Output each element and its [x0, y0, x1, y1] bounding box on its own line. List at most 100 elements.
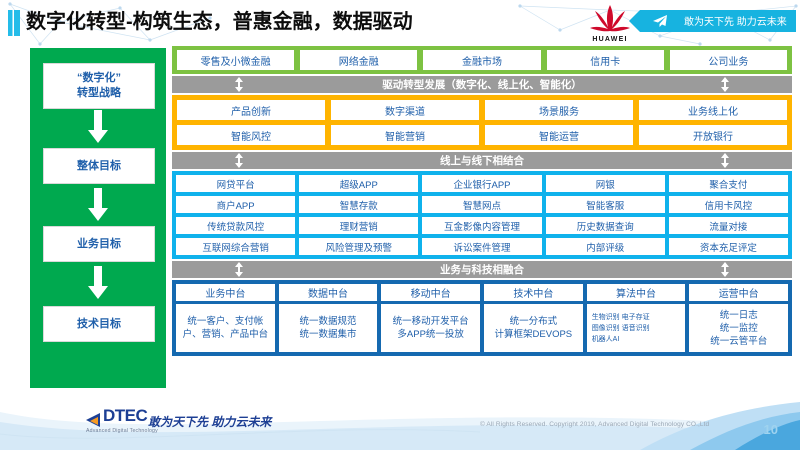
- dtec-logo-accent: [90, 417, 98, 425]
- channel-item[interactable]: 网银: [545, 175, 665, 192]
- platform-head-label: 技术中台: [513, 289, 554, 300]
- channel-item[interactable]: 流量对接: [668, 217, 789, 234]
- page-number: 10: [763, 422, 778, 437]
- channel-label: 商户APP: [216, 200, 255, 212]
- capability-item[interactable]: 智能运营: [485, 125, 633, 145]
- channel-item[interactable]: 信用卡风控: [668, 196, 789, 213]
- channel-label: 网银: [595, 179, 615, 191]
- arrow-down-icon: [88, 110, 108, 143]
- channel-item[interactable]: 企业银行APP: [422, 175, 542, 192]
- channel-item[interactable]: 互金影像内容管理: [422, 217, 542, 234]
- platform-body: 统一移动开发平台 多APP统一投放: [381, 304, 481, 352]
- platform-column: 技术中台 统一分布式 计算框架DEVOPS: [484, 284, 583, 352]
- capability-label: 开放银行: [693, 131, 733, 143]
- platform-band: 业务中台 统一客户、支付帐户、营销、产品中台 数据中台 统一数据规范 统一数据集…: [172, 280, 792, 356]
- channel-label: 智慧存款: [339, 200, 378, 212]
- strategy-box-3-label: 技术目标: [77, 317, 121, 330]
- strategy-column: “数字化” 转型战略 整体目标 业务目标 技术目标: [30, 48, 166, 388]
- capability-item[interactable]: 开放银行: [639, 125, 787, 145]
- channel-label: 信用卡风控: [704, 200, 753, 212]
- capability-band: 产品创新 数字渠道 场景服务 业务线上化 智能风控 智能营销 智能运营 开放银行: [172, 95, 792, 150]
- channel-item[interactable]: 商户APP: [176, 196, 296, 213]
- arrow-down-icon: [88, 266, 108, 299]
- channel-item[interactable]: 资本充足评定: [668, 238, 789, 255]
- connector-bar-3-label: 业务与科技相融合: [440, 264, 524, 276]
- double-arrow-vertical-icon: [235, 262, 243, 277]
- huawei-logo: HUAWEI: [584, 3, 636, 43]
- capability-row: 产品创新 数字渠道 场景服务 业务线上化: [177, 100, 787, 120]
- channel-item[interactable]: 互联网综合营销: [176, 238, 296, 255]
- footer-slogan: 敢为天下先 助力云未来: [148, 415, 272, 429]
- platform-column: 算法中台 生物识别 电子存证 图像识别 语音识别 机器人AI: [586, 284, 686, 352]
- platform-body: 生物识别 电子存证 图像识别 语音识别 机器人AI: [586, 304, 686, 352]
- strategy-box-3[interactable]: 技术目标: [43, 306, 155, 342]
- channel-label: 互金影像内容管理: [444, 221, 521, 233]
- capability-label: 智能风控: [231, 131, 271, 143]
- platform-column: 业务中台 统一客户、支付帐户、营销、产品中台: [176, 284, 275, 352]
- channel-row: 传统贷款风控 理财营销 互金影像内容管理 历史数据查询 流量对接: [176, 217, 789, 234]
- channel-label: 智能客服: [586, 200, 625, 212]
- platform-head[interactable]: 移动中台: [381, 284, 481, 301]
- platform-head[interactable]: 业务中台: [176, 284, 275, 301]
- platform-head[interactable]: 算法中台: [586, 284, 686, 301]
- capability-row: 智能风控 智能营销 智能运营 开放银行: [177, 125, 787, 145]
- business-line-item[interactable]: 零售及小微金融: [177, 50, 295, 70]
- capability-item[interactable]: 产品创新: [177, 100, 325, 120]
- channel-item[interactable]: 聚合支付: [668, 175, 789, 192]
- platform-head[interactable]: 技术中台: [484, 284, 583, 301]
- capability-label: 数字渠道: [385, 106, 425, 118]
- connector-bar-1-label: 驱动转型发展（数字化、线上化、智能化）: [382, 79, 582, 91]
- paper-plane-icon: [653, 15, 667, 27]
- channel-label: 理财营销: [339, 221, 378, 233]
- channel-label: 资本充足评定: [699, 242, 757, 254]
- strategy-box-2[interactable]: 业务目标: [43, 226, 155, 262]
- business-line-label: 信用卡: [590, 56, 621, 68]
- slide-header: 数字化转型-构筑生态，普惠金融，数据驱动 HUAWEI 敢为天下先 助力云未来: [0, 0, 800, 44]
- huawei-flower-icon: [590, 5, 630, 32]
- channel-label: 流量对接: [709, 221, 748, 233]
- platform-body: 统一客户、支付帐户、营销、产品中台: [176, 304, 275, 352]
- channel-item[interactable]: 诉讼案件管理: [422, 238, 542, 255]
- strategy-box-0-label: “数字化” 转型战略: [77, 72, 121, 99]
- channel-item[interactable]: 风险管理及预警: [299, 238, 419, 255]
- tagline-text: 敢为天下先 助力云未来: [684, 17, 787, 28]
- channel-item[interactable]: 超级APP: [299, 175, 419, 192]
- platform-body: 统一数据规范 统一数据集市: [278, 304, 378, 352]
- channel-item[interactable]: 传统贷款风控: [176, 217, 296, 234]
- capability-item[interactable]: 智能营销: [331, 125, 479, 145]
- huawei-wordmark: HUAWEI: [592, 36, 628, 43]
- channel-label: 传统贷款风控: [207, 221, 265, 233]
- channel-item[interactable]: 网贷平台: [176, 175, 296, 192]
- strategy-box-0[interactable]: “数字化” 转型战略: [43, 63, 155, 109]
- channel-item[interactable]: 历史数据查询: [545, 217, 665, 234]
- channel-item[interactable]: 理财营销: [299, 217, 419, 234]
- channel-label: 企业银行APP: [453, 179, 511, 191]
- platform-head[interactable]: 运营中台: [689, 284, 789, 301]
- business-line-item[interactable]: 网络金融: [300, 50, 418, 70]
- business-line-item[interactable]: 信用卡: [546, 50, 664, 70]
- title-accent-bar: [8, 10, 20, 36]
- double-arrow-vertical-icon: [721, 77, 729, 92]
- capability-label: 场景服务: [539, 106, 579, 118]
- platform-head-label: 算法中台: [616, 289, 657, 300]
- channel-item[interactable]: 智能客服: [545, 196, 665, 213]
- dtec-tagline: Advanced Digital Technology: [86, 428, 158, 434]
- channel-band: 网贷平台 超级APP 企业银行APP 网银 聚合支付 商户APP 智慧存款 智慧…: [172, 171, 792, 259]
- business-line-item[interactable]: 金融市场: [423, 50, 541, 70]
- strategy-box-1[interactable]: 整体目标: [43, 148, 155, 184]
- channel-label: 内部评级: [586, 242, 625, 254]
- platform-head-label: 数据中台: [308, 289, 348, 300]
- platform-head[interactable]: 数据中台: [278, 284, 378, 301]
- channel-item[interactable]: 智慧存款: [299, 196, 419, 213]
- business-line-band: 零售及小微金融 网络金融 金融市场 信用卡 公司业务: [172, 46, 792, 74]
- channel-item[interactable]: 智慧网点: [422, 196, 542, 213]
- platform-column: 移动中台 统一移动开发平台 多APP统一投放: [381, 284, 481, 352]
- channel-item[interactable]: 内部评级: [545, 238, 665, 255]
- business-line-item[interactable]: 公司业务: [669, 50, 788, 70]
- channel-label: 智慧网点: [463, 200, 502, 212]
- capability-item[interactable]: 数字渠道: [331, 100, 479, 120]
- capability-item[interactable]: 场景服务: [485, 100, 633, 120]
- capability-item[interactable]: 智能风控: [177, 125, 325, 145]
- capability-item[interactable]: 业务线上化: [639, 100, 787, 120]
